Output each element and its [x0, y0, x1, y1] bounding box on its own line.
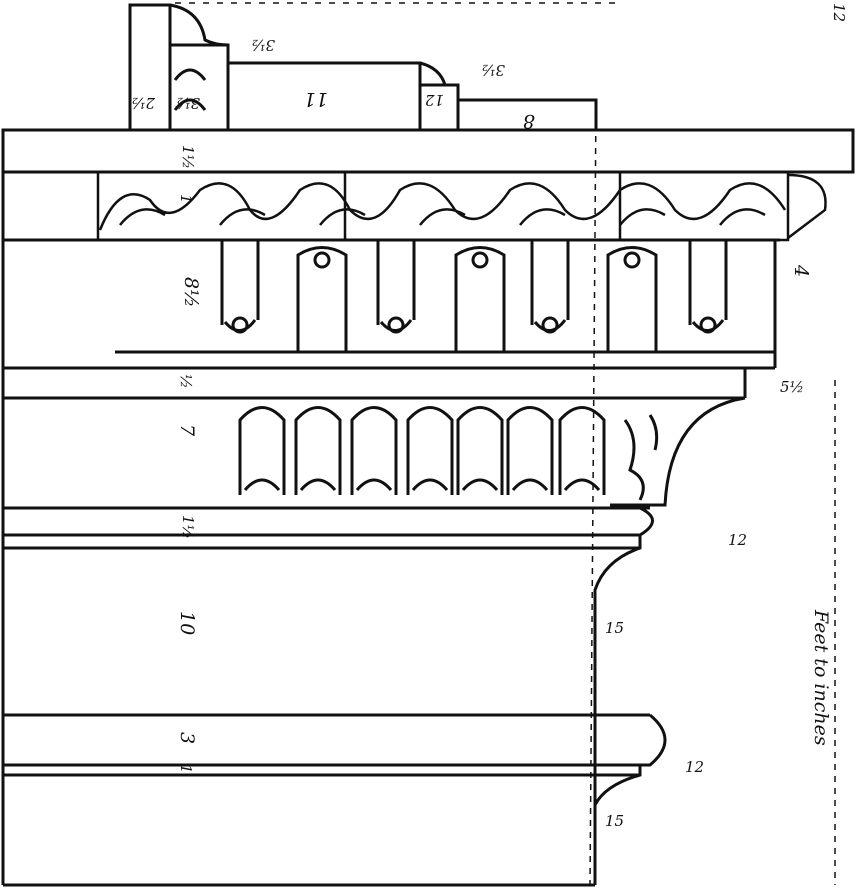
dimension-labels: 2½ 3½ 3½ 11 12 3½ 8 1½ 1 8½ 4 ½ 7 5½ 1½ … — [131, 3, 848, 830]
label-fillet-mid: ½ — [177, 374, 195, 389]
label-band-leaf: 1 — [177, 194, 195, 204]
label-small-b: 3½ — [176, 94, 200, 112]
label-projection-d: 15 — [605, 812, 624, 830]
label-projection-b: 15 — [605, 619, 624, 637]
scale-caption: Feet to inches — [810, 609, 832, 746]
dentil-band — [3, 240, 777, 370]
label-fillet-bottom: 1 — [177, 764, 195, 774]
label-egg-band: 7 — [176, 424, 198, 437]
lower-moldings — [3, 506, 667, 887]
label-corner-a: 5½ — [780, 378, 804, 396]
label-astragal: 3 — [176, 732, 198, 744]
label-projection-a: 12 — [728, 531, 747, 549]
leaf-ornament-band — [96, 170, 827, 242]
label-top-block-c: 12 — [425, 91, 444, 109]
label-dentil-side: 4 — [790, 264, 812, 277]
label-top-block-b: 11 — [304, 88, 328, 110]
label-top-block-a: 3½ — [251, 36, 275, 54]
label-small-a: 2½ — [131, 94, 156, 112]
label-top-block-d: 3½ — [481, 61, 505, 79]
egg-band — [3, 368, 747, 510]
label-fillet-low: 1½ — [179, 515, 197, 539]
label-upper-fillet: 1½ — [179, 145, 197, 169]
label-corner-b: 12 — [830, 3, 848, 22]
label-projection-c: 12 — [685, 758, 704, 776]
label-dentil-band: 8½ — [180, 277, 202, 308]
label-frieze: 10 — [176, 611, 198, 635]
label-top-block-e: 8 — [523, 110, 535, 132]
